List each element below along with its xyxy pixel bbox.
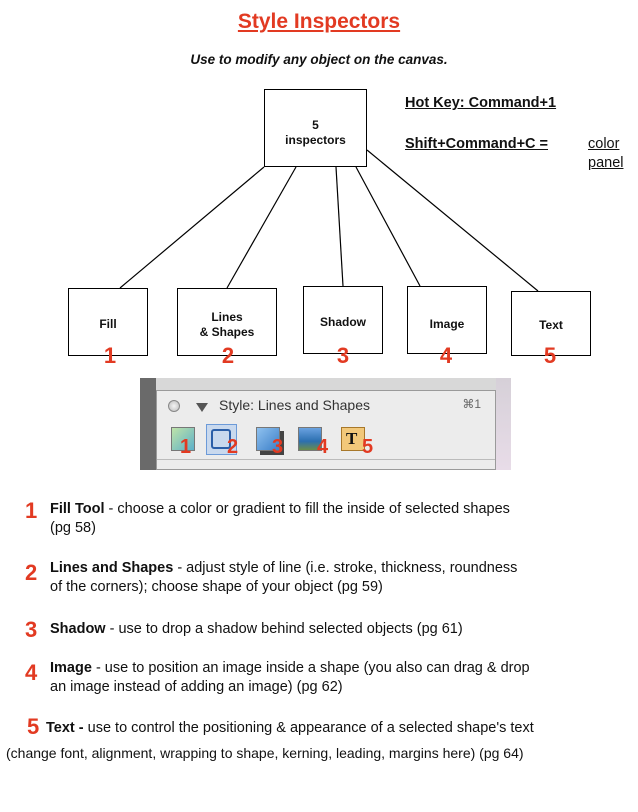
desc-term: Lines and Shapes [50,560,174,576]
inspector-panel-screenshot: Style: Lines and Shapes ⌘1 T 1 2 3 4 5 [140,378,511,470]
connector-image [355,166,421,287]
desc-text-2: Lines and Shapes - adjust style of line … [50,559,517,578]
disclosure-triangle-icon[interactable] [196,403,208,412]
page-subtitle: Use to modify any object on the canvas. [190,52,448,67]
desc-line: - use to drop a shadow behind selected o… [105,621,463,637]
image-tool-icon[interactable] [298,427,322,451]
panel-divider [157,459,495,460]
inspector-label: Lines [211,310,243,324]
desc-line: use to control the positioning & appeara… [83,720,534,736]
shadow-tool-icon[interactable] [256,427,280,451]
panel-number-2: 2 [227,436,239,458]
inspector-number-3: 3 [336,343,350,368]
connector-text [366,149,539,292]
page-title: Style Inspectors [237,10,401,33]
panel-number-1: 1 [180,436,192,458]
panel-number-4: 4 [317,436,329,458]
inspector-box-shadow: Shadow [303,286,383,354]
inspector-number-5: 5 [543,343,557,368]
inspector-box-fill: Fill [68,288,148,356]
desc-text-1: Fill Tool - choose a color or gradient t… [50,500,510,519]
center-box: 5 inspectors [264,89,367,167]
desc-text-5b: (change font, alignment, wrapping to sha… [6,745,524,761]
window-title: Style: Lines and Shapes [219,397,370,413]
desc-number-3: 3 [25,617,38,642]
panel-background-left [140,378,156,470]
desc-term: Text - [46,720,84,736]
desc-number-1: 1 [25,498,38,523]
panel-number-3: 3 [272,436,284,458]
text-tool-icon[interactable]: T [341,427,365,451]
close-icon[interactable] [168,400,180,412]
lines-shapes-tool-icon[interactable] [206,424,237,455]
window-shortcut: ⌘1 [462,397,481,411]
desc-term: Fill Tool [50,501,105,517]
desc-text-3: Shadow - use to drop a shadow behind sel… [50,620,463,639]
desc-text-5: Text - use to control the positioning & … [46,719,534,738]
desc-number-5: 5 [27,714,40,739]
desc-term: Image [50,660,92,676]
shortcut-value-2: panel [588,155,624,171]
fill-tool-icon[interactable] [171,427,195,451]
desc-number-2: 2 [25,560,38,585]
desc-text-4: Image - use to position an image inside … [50,659,530,678]
inspector-label: Shadow [319,315,366,329]
desc-text-2b: of the corners); choose shape of your ob… [50,579,383,595]
inspector-box-image: Image [407,286,487,354]
inspector-label-2: & Shapes [199,325,255,339]
desc-line: - adjust style of line (i.e. stroke, thi… [173,560,518,576]
desc-line: - choose a color or gradient to fill the… [104,501,510,517]
inspector-number-4: 4 [439,343,453,368]
desc-term: Shadow [50,621,106,637]
inspector-label: Text [539,318,563,332]
inspector-box-text: Text [511,291,591,356]
shortcut-keys: Shift+Command+C = [405,136,549,152]
center-box-number: 5 [312,118,319,132]
connector-shadow [335,166,344,287]
inspector-box-lines-shapes: Lines & Shapes [177,288,277,356]
text-tool-glyph: T [346,429,358,448]
shortcut-value-1: color [588,136,620,152]
desc-text-4b: an image instead of adding an image) (pg… [50,679,343,695]
desc-text-1b: (pg 58) [50,520,96,536]
line-shape-glyph-icon [211,429,231,449]
hotkey-text: Hot Key: Command+1 [405,95,557,111]
inspector-number-2: 2 [221,343,235,368]
connector-fill [119,166,265,289]
inspector-number-1: 1 [103,343,117,368]
desc-line: - use to position an image inside a shap… [91,660,530,676]
center-box-label: inspectors [285,133,346,147]
panel-background-right [496,378,511,470]
inspector-label: Image [429,317,465,331]
desc-number-4: 4 [25,660,38,685]
panel-number-5: 5 [362,436,374,458]
inspector-label: Fill [99,317,117,331]
connector-lines-shapes [226,166,297,289]
style-inspector-window: Style: Lines and Shapes ⌘1 T [156,390,496,470]
